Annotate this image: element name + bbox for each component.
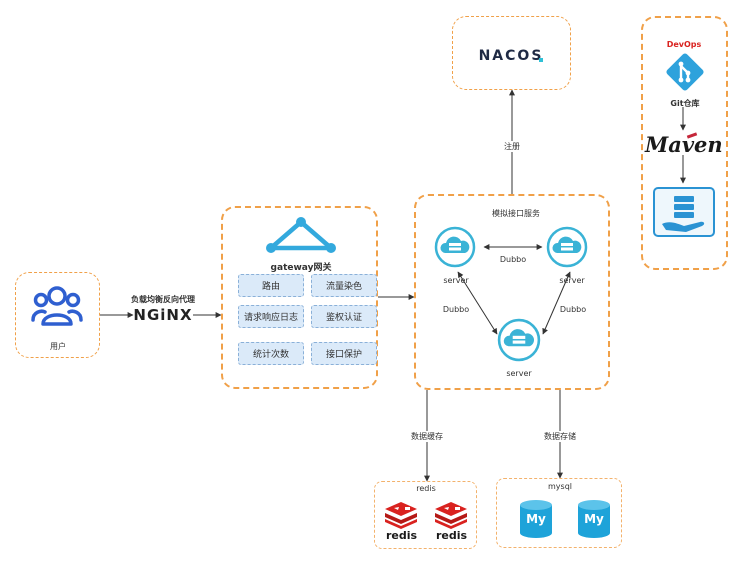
dubbo-label-top: Dubbo: [499, 255, 527, 264]
feature-routing: 路由: [238, 274, 304, 297]
user-node: 用户: [15, 272, 100, 358]
redis-node: redis redis redis: [374, 481, 477, 549]
redis-logo-icon: [435, 502, 467, 529]
edge-server-right-bottom-dubbo: [542, 271, 571, 335]
devops-title: DevOps: [666, 40, 702, 49]
deploy-server-icon: [653, 187, 715, 237]
nacos-logo: NACOS: [478, 48, 544, 64]
server-label-left: server: [443, 276, 469, 285]
mysql-edge-label: 数据存储: [542, 431, 578, 442]
feature-request-log: 请求响应日志: [238, 305, 304, 328]
dubbo-label-left: Dubbo: [442, 305, 470, 314]
redis-logo-icon: [385, 502, 417, 529]
mysql-logo-text: My: [526, 512, 546, 526]
server-cloud-icon: [546, 226, 588, 268]
feature-auth: 鉴权认证: [311, 305, 377, 328]
users-icon: [31, 286, 83, 326]
user-label: 用户: [50, 342, 66, 351]
edge-server-left-bottom-dubbo: [457, 271, 498, 335]
gateway-title: gateway网关: [270, 263, 332, 273]
nacos-node: NACOS: [452, 16, 571, 90]
gateway-node: gateway网关 路由 流量染色 请求响应日志 鉴权认证 统计次数 接口保护: [221, 206, 378, 389]
feature-stats: 统计次数: [238, 342, 304, 365]
server-label-right: server: [559, 276, 585, 285]
nginx-caption: 负载均衡反向代理: [131, 295, 195, 304]
mysql-db-icon: [520, 500, 552, 538]
gateway-triangle-icon: [266, 217, 336, 253]
server-label-bottom: server: [506, 369, 532, 378]
mysql-db-icon: [578, 500, 610, 538]
mysql-logo-text: My: [584, 512, 604, 526]
redis-logo-text: redis: [386, 529, 418, 542]
mysql-node: mysql My My: [496, 478, 622, 548]
redis-edge-label: 数据缓存: [409, 431, 445, 442]
nacos-dot: [539, 58, 543, 62]
server-cloud-icon: [497, 318, 541, 362]
feature-protection: 接口保护: [311, 342, 377, 365]
feature-traffic-dyeing: 流量染色: [311, 274, 377, 297]
mysql-title: mysql: [548, 482, 572, 491]
server-cloud-icon: [434, 226, 476, 268]
maven-logo: Maven: [645, 132, 723, 157]
git-icon: [666, 53, 704, 91]
git-label: Git仓库: [670, 99, 700, 108]
devops-node: DevOps Git仓库 Maven: [641, 16, 728, 270]
nginx-logo: NGiNX: [133, 306, 193, 324]
nacos-edge-label: 注册: [502, 141, 522, 152]
redis-title: redis: [416, 484, 436, 493]
service-node: 模拟接口服务: [414, 194, 610, 390]
service-title: 模拟接口服务: [492, 209, 540, 218]
redis-logo-text: redis: [436, 529, 468, 542]
dubbo-label-right: Dubbo: [559, 305, 587, 314]
